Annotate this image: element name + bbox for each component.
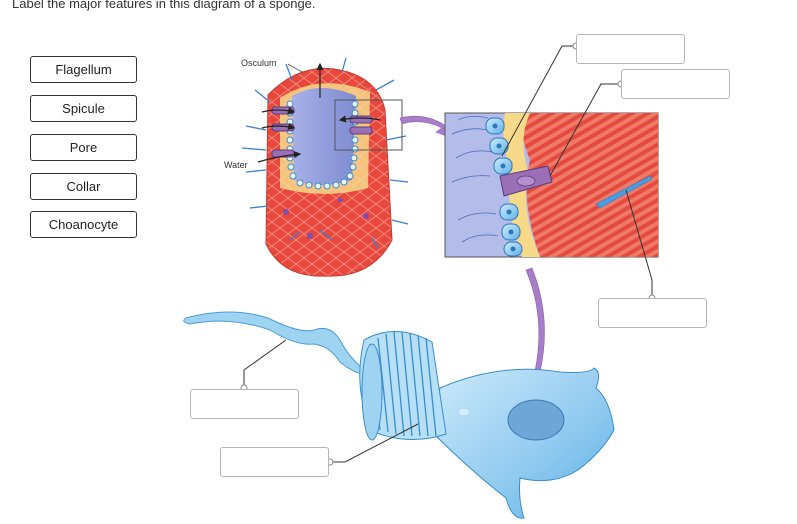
flagellum-shape <box>183 311 369 375</box>
label-tile-pore[interactable]: Pore <box>30 134 137 161</box>
choanocyte-illustration <box>183 311 615 519</box>
label-tile-collar[interactable]: Collar <box>30 173 137 200</box>
water-label: Water <box>224 160 248 170</box>
sponge-body <box>241 57 409 277</box>
leader-lines <box>243 45 653 463</box>
drop-target-1[interactable] <box>576 34 685 64</box>
drop-target-4[interactable] <box>190 389 299 419</box>
label-tile-flagellum[interactable]: Flagellum <box>30 56 137 83</box>
spicules <box>241 57 409 249</box>
nucleus <box>507 399 565 441</box>
label-tile-spicule[interactable]: Spicule <box>30 95 137 122</box>
spongocoel <box>292 88 356 185</box>
zoom-box <box>334 99 403 151</box>
osculum-label: Osculum <box>241 58 277 68</box>
drop-target-5[interactable] <box>220 447 329 477</box>
drop-target-3[interactable] <box>598 298 707 328</box>
drop-target-2[interactable] <box>621 69 730 99</box>
magnify-arrow <box>399 115 453 139</box>
question-prompt: Label the major features in this diagram… <box>12 0 316 11</box>
cell-body <box>431 367 615 519</box>
wall-detail-inset <box>444 112 659 258</box>
label-tile-choanocyte[interactable]: Choanocyte <box>30 211 137 238</box>
spicule-detail <box>595 175 653 209</box>
